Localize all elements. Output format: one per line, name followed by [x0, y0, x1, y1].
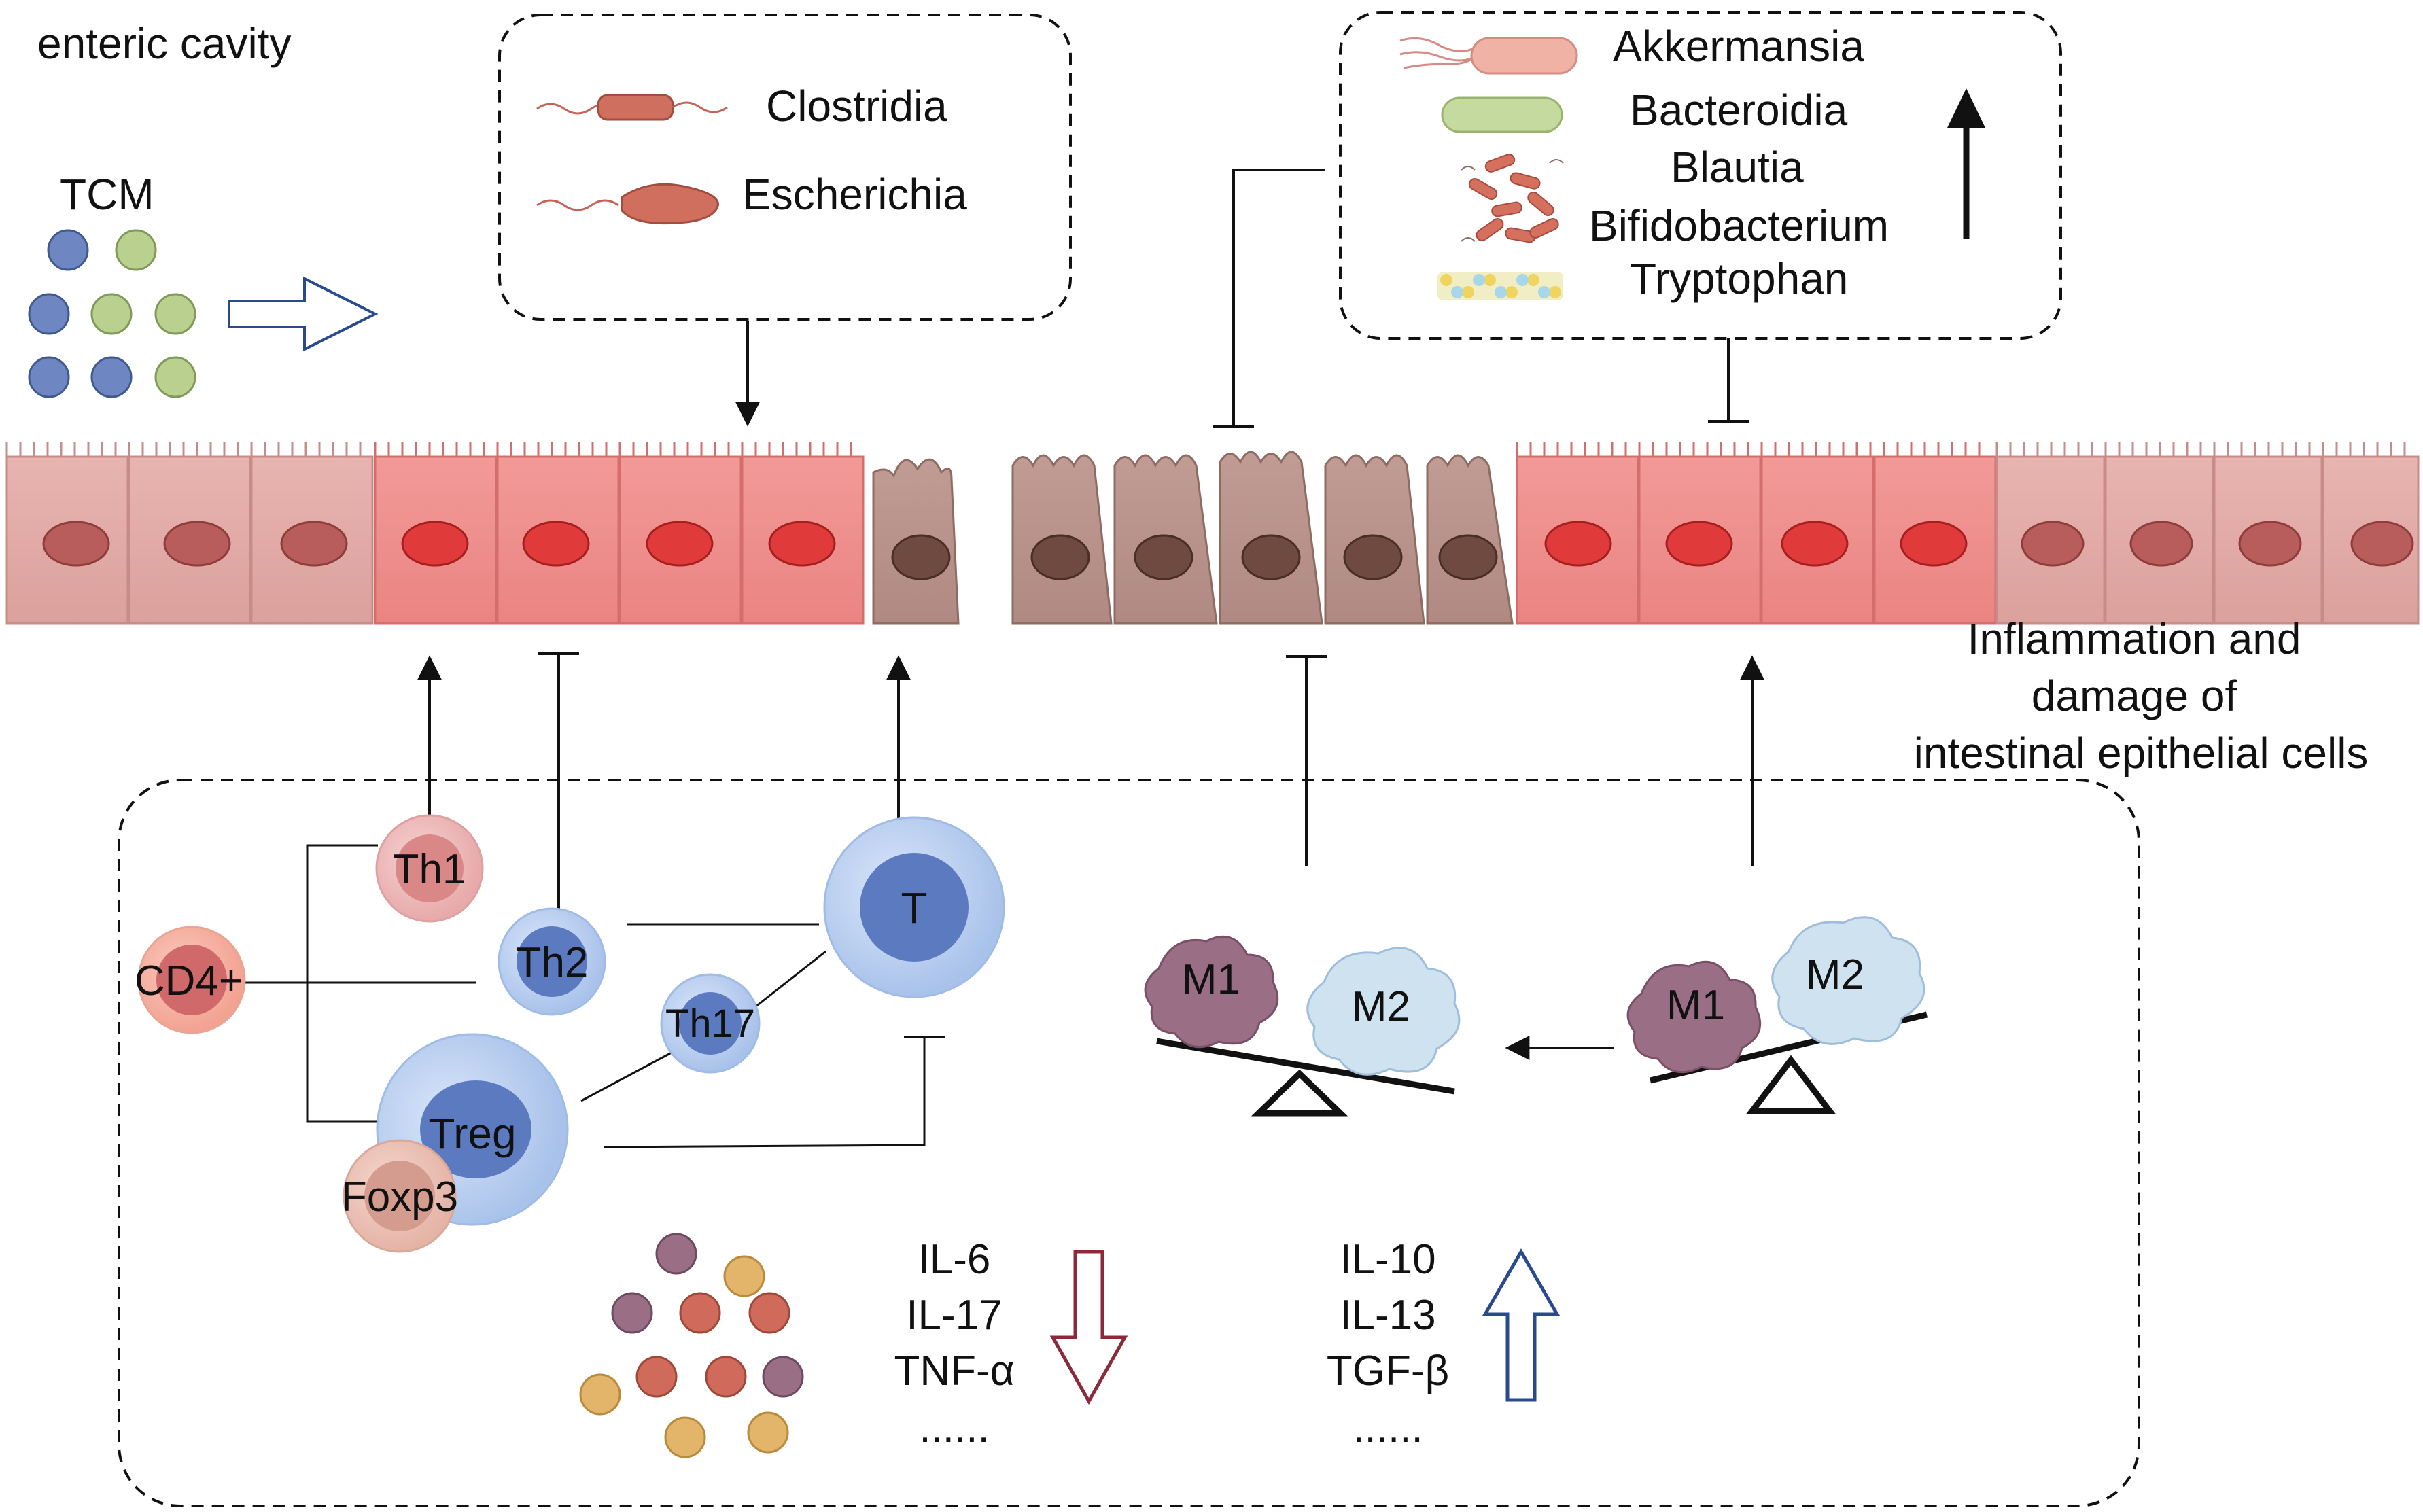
m2-macrophage-icon-2 [1771, 916, 1925, 1045]
t-cell: T [823, 816, 1005, 998]
foxp3-label: Foxp3 [341, 1174, 458, 1220]
anti-cytokine-more: ...... [1353, 1405, 1423, 1452]
th1-label: Th1 [394, 846, 466, 893]
epithelial-cells-healthy-left [5, 455, 374, 625]
epithelial-cells-inflamed-right [1516, 455, 1997, 625]
akkermansia-icon [1399, 37, 1578, 75]
tcm-hollow-right-arrow [228, 276, 379, 352]
microvilli-border-inflamed [374, 442, 1981, 457]
epithelial-cells-damaged [872, 451, 1514, 625]
beneficial-label-tryptophan: Tryptophan [1630, 254, 1848, 303]
anti-cytokine-il10: IL-10 [1340, 1236, 1435, 1283]
damage-label-line-3: intestinal epithelial cells [1914, 728, 2369, 777]
pro-inflammatory-cytokine-list: IL-6 IL-17 TNF-α ...... [894, 1236, 1014, 1452]
damage-label-line-1: Inflammation and [1968, 614, 2301, 663]
tcm-label: TCM [60, 170, 154, 219]
pro-cytokine-tnfa: TNF-α [894, 1348, 1014, 1394]
macrophage-balance-after: M1 M2 [1144, 935, 1461, 1117]
damage-label-line-2: damage of [2032, 671, 2237, 720]
pro-cytokine-il17: IL-17 [906, 1292, 1002, 1339]
epithelial-cells-inflamed-left [374, 455, 865, 625]
macrophage-balance-before: M1 M2 [1626, 916, 1928, 1114]
th17-cell: Th17 [660, 973, 761, 1074]
microvilli-border [5, 442, 2406, 457]
beneficial-label-bacteroidia: Bacteroidia [1630, 86, 1848, 135]
foxp3-marker: Foxp3 [341, 1139, 458, 1253]
th2-cell: Th2 [498, 907, 606, 1016]
immune-regulation-box [118, 779, 2140, 1507]
cd4-label: CD4+ [135, 957, 243, 1004]
m1-macrophage-icon [1144, 935, 1279, 1049]
escherichia-icon [536, 183, 719, 225]
clostridia-icon [536, 94, 728, 121]
beneficial-label-akkermansia: Akkermansia [1613, 22, 1864, 71]
m1-label: M1 [1182, 956, 1240, 1003]
th17-label: Th17 [665, 1002, 755, 1046]
th1-cell: Th1 [375, 814, 484, 923]
m1-macrophage-icon-2 [1626, 960, 1762, 1074]
beneficial-factors-box [1339, 11, 2062, 340]
anti-cytokine-il13: IL-13 [1340, 1292, 1435, 1339]
harmful-bacteria-box [498, 14, 1072, 321]
anti-cytokine-tgfb: TGF-β [1327, 1348, 1449, 1394]
enteric-cavity-label: enteric cavity [37, 19, 291, 68]
beneficial-label-blautia: Blautia [1671, 143, 1804, 192]
increase-hollow-arrow [1482, 1248, 1561, 1402]
th2-label: Th2 [516, 939, 589, 986]
bacteroidia-icon [1441, 96, 1563, 133]
epithelial-damage-label: Inflammation and damage of intestinal ep… [1914, 614, 2369, 777]
tcm-compound-dots [28, 229, 196, 398]
treg-label: Treg [428, 1109, 516, 1158]
increase-arrow-icon [1947, 88, 1985, 239]
cytokine-dots [579, 1233, 804, 1458]
decrease-hollow-arrow [1049, 1250, 1128, 1405]
m2-macrophage-icon [1306, 947, 1461, 1076]
beneficial-inhibition-line-left [1232, 169, 1325, 427]
tryptophan-icon [1437, 272, 1563, 300]
m2-label-2: M2 [1806, 951, 1864, 998]
pro-cytokine-more: ...... [919, 1405, 989, 1452]
beneficial-label-bifidobacterium: Bifidobacterium [1589, 201, 1889, 250]
bacteria-label-escherichia: Escherichia [742, 170, 967, 219]
m2-label: M2 [1352, 983, 1410, 1030]
epithelial-cells-healthy-right [1995, 455, 2420, 625]
cd4-cell: CD4+ [135, 926, 246, 1034]
bacteria-label-clostridia: Clostridia [766, 82, 947, 130]
anti-inflammatory-cytokine-list: IL-10 IL-13 TGF-β ...... [1327, 1236, 1449, 1452]
intestinal-epithelium [5, 442, 2420, 625]
pro-cytokine-il6: IL-6 [918, 1236, 991, 1283]
t-cell-label: T [901, 883, 927, 932]
m1-label-2: M1 [1667, 982, 1725, 1029]
blautia-icon [1461, 154, 1564, 243]
